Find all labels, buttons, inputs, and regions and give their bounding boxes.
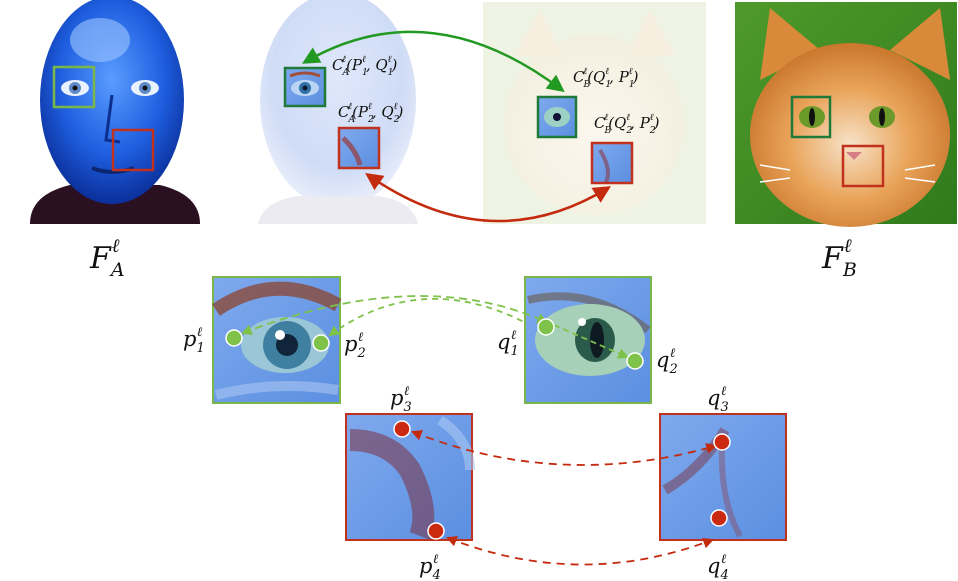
point-p4: [427, 522, 445, 540]
label-ca2: CAℓ(P2ℓ, Q2ℓ): [338, 101, 403, 125]
label-fb: FBℓ: [821, 235, 857, 281]
label-cb2: CBℓ(Q2ℓ, P2ℓ): [594, 112, 660, 136]
label-p3: p3ℓ: [390, 384, 412, 415]
label-q1: q1ℓ: [497, 328, 519, 359]
image-a-blue-face: [26, 0, 204, 224]
label-q2: q2ℓ: [656, 346, 678, 377]
point-q4: [710, 509, 728, 527]
image-b-cat: [735, 2, 957, 227]
green-box-a: [52, 65, 96, 109]
dashed-green-arrow-2: [328, 298, 525, 337]
point-q2: [626, 352, 644, 370]
green-double-arrow: [301, 30, 565, 93]
patch-cb2: [590, 141, 634, 185]
point-p1: [225, 329, 243, 347]
faded-image-b: [483, 2, 706, 224]
red-box-a: [111, 128, 155, 172]
point-q3: [713, 433, 731, 451]
label-q4: q4ℓ: [707, 552, 729, 581]
red-box-b: [841, 144, 885, 188]
point-q1: [537, 318, 555, 336]
green-box-b: [790, 95, 832, 139]
label-p2: p2ℓ: [344, 330, 366, 361]
zoom-eye-b: [524, 276, 652, 404]
dashed-green-arrow-1: [240, 295, 548, 335]
label-ca1: CAℓ(P1ℓ, Q1ℓ): [332, 54, 397, 78]
point-p2: [312, 334, 330, 352]
label-p1: p1ℓ: [183, 325, 205, 356]
red-double-arrow: [365, 173, 611, 223]
dashed-red-arrow-1: [410, 430, 718, 466]
point-p3: [393, 420, 411, 438]
label-fa: FAℓ: [89, 235, 125, 281]
dashed-red-arrow-2: [445, 536, 715, 566]
label-q3: q3ℓ: [707, 384, 729, 415]
dashed-green-arrow-3: [553, 324, 629, 359]
label-p4: p4ℓ: [419, 552, 441, 581]
label-cb1: CBℓ(Q1ℓ, P1ℓ): [573, 66, 639, 90]
